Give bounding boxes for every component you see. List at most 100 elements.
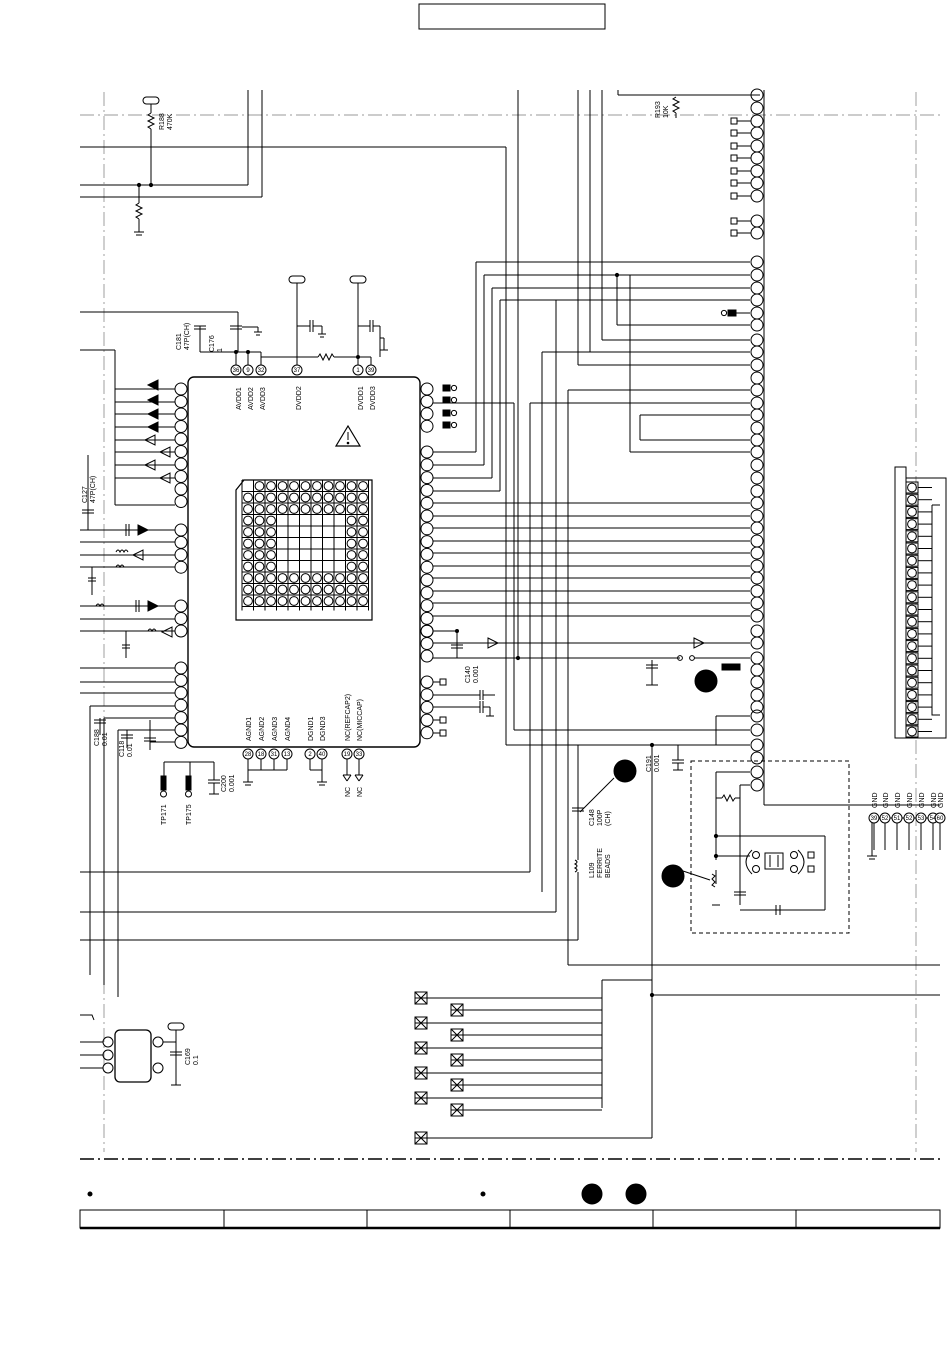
chip-ball [358, 596, 368, 606]
r188-value: 470K [167, 113, 174, 130]
c181-value: 47P(CH) [184, 323, 191, 350]
chip-ball [300, 584, 311, 595]
chip-ball [254, 573, 265, 583]
c148-extra: (CH) [605, 811, 612, 826]
chip-ball [323, 504, 334, 514]
test-points [160, 761, 220, 798]
chip-ball [254, 481, 265, 491]
nc-label-2: NC [357, 787, 364, 797]
tp175-label: TP175 [186, 804, 193, 825]
chip-ball [243, 584, 253, 595]
c181-ref: C181 [176, 333, 183, 350]
connector-pin [750, 88, 764, 102]
connector-pin [750, 101, 764, 115]
small-ic-bottom-left [80, 1014, 185, 1086]
ic-right-pin [420, 509, 434, 523]
connector-cell-pin [907, 507, 917, 517]
chip-ball [335, 504, 345, 514]
chip-ball [254, 504, 265, 514]
gnd-pin-num: 51 [894, 816, 901, 822]
chip-ball [312, 492, 322, 503]
oscillator-subcircuit [690, 760, 850, 934]
ic-left-pin [174, 735, 188, 749]
chip-ball [243, 573, 253, 583]
c148-value: 100P [597, 809, 604, 826]
chip-ball [312, 584, 322, 595]
ic-body [187, 376, 421, 748]
ic-left-pin [174, 548, 188, 562]
c148-ref: C148 [589, 809, 596, 826]
c140-ref: C140 [465, 666, 472, 683]
chip-ball [254, 515, 265, 526]
r193-network [617, 90, 760, 118]
connector-pin [750, 396, 764, 410]
ic-right-pin [420, 726, 434, 740]
ic-bottom-pin-name: AGND3 [272, 717, 279, 741]
connector-cell-pin [907, 690, 917, 700]
ic-bottom-pin-name: DGND1 [308, 716, 315, 741]
ic-bottom-pin-name: AGND2 [259, 717, 266, 741]
connector-pin [750, 651, 764, 665]
ic-right-pin [420, 713, 434, 727]
chip-ball [312, 596, 322, 606]
ic-top-pin-num: 32 [258, 368, 265, 374]
chip-ball [266, 481, 276, 491]
connector-pin [750, 176, 764, 190]
connector-cell-pin [907, 531, 917, 542]
ic-bottom-pin-num: 33 [356, 752, 363, 758]
c127-value: 47P(CH) [90, 476, 97, 503]
connector-terminal [730, 179, 738, 187]
chip-ball [266, 596, 276, 606]
ic-right-pin [420, 471, 434, 485]
chip-ball [335, 573, 345, 583]
gnd-pin-num: 53 [918, 816, 925, 822]
l109-line1: FERRITE [597, 848, 604, 878]
c169-ref: C169 [185, 1048, 192, 1065]
ic-left-pin [174, 673, 188, 687]
chip-ball [289, 584, 299, 595]
ic-supply-network [80, 275, 388, 365]
c140-value: 0.001 [473, 665, 480, 683]
frame-grid-lines [80, 92, 940, 1160]
ic-left-pin [174, 535, 188, 549]
r188-network [80, 90, 507, 745]
connector-terminal [730, 154, 738, 162]
ic-left-pin [174, 395, 188, 408]
c176-ref: C176 [209, 335, 216, 352]
connector-terminal [730, 129, 738, 137]
ic-bottom-pin-num: 19 [344, 752, 351, 758]
connector-pin [750, 723, 764, 737]
ic-top-pin-name: DVDD2 [296, 386, 303, 410]
gnd-pin-num: 60 [937, 816, 944, 822]
ic-bottom-pin-num: 40 [319, 752, 326, 758]
connector-pin [750, 255, 764, 269]
connector-pin [750, 700, 764, 714]
connector-cell-pin [907, 653, 917, 664]
chip-ball [346, 573, 357, 583]
ic-left-pin [174, 470, 188, 483]
terminal-bus-lines [601, 979, 652, 1108]
connector-pin [750, 383, 764, 397]
connector-pin [750, 636, 764, 650]
connector-pin [750, 778, 764, 792]
chip-ball [254, 538, 265, 549]
chip-ball [312, 481, 322, 491]
connector-pin [750, 164, 764, 178]
chip-ball [358, 504, 368, 514]
c118-value: 0.01 [127, 743, 134, 757]
chip-ball [243, 515, 253, 526]
connector-pin [750, 226, 764, 240]
connector-terminal [730, 167, 738, 175]
chip-ball [358, 515, 368, 526]
ic-left-pin [174, 382, 188, 396]
connector-pin [750, 738, 764, 752]
ic-left-pin [174, 723, 188, 737]
ic-left-pins [174, 382, 188, 749]
ic-top-pin-num: 36 [233, 368, 240, 374]
ic-right-pin [420, 382, 434, 396]
connector-pin [750, 333, 764, 347]
ic-bottom-pin-num: 13 [284, 752, 291, 758]
tp171-label: TP171 [161, 804, 168, 825]
